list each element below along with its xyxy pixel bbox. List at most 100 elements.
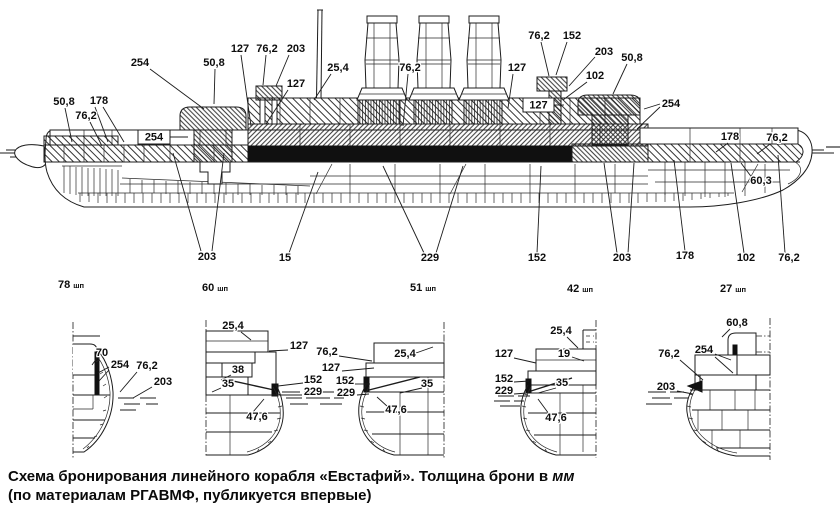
- frame-station-label: 51 шп: [410, 282, 436, 294]
- armor-thickness-label: 38: [232, 364, 244, 376]
- armor-thickness-label: 229: [421, 252, 439, 264]
- armor-thickness-label: 203: [595, 46, 613, 58]
- leader-line: [275, 54, 290, 87]
- armor-thickness-label: 203: [287, 43, 305, 55]
- leader-line: [612, 63, 628, 95]
- armor-thickness-label: 25,4: [222, 320, 244, 332]
- armor-thickness-label: 47,6: [385, 404, 406, 416]
- armor-thickness-label: 178: [676, 250, 694, 262]
- leader-line: [382, 165, 425, 254]
- funnel-2: [408, 15, 460, 101]
- armor-thickness-label: 60,3: [750, 175, 771, 187]
- leader-line: [714, 356, 734, 374]
- leader-line: [636, 106, 661, 130]
- leader-line: [756, 143, 771, 155]
- armor-thickness-label: 203: [154, 376, 172, 388]
- leader-line: [568, 56, 596, 87]
- armor-thickness-label: 102: [586, 70, 604, 82]
- fore-turret: [179, 106, 247, 185]
- armor-thickness-label: 152: [563, 30, 581, 42]
- leader-line: [714, 353, 732, 361]
- leader-line: [268, 349, 289, 352]
- armor-thickness-label: 47,6: [246, 411, 267, 423]
- armor-thickness-label: 25,4: [327, 62, 349, 74]
- armor-thickness-label: 127: [495, 348, 513, 360]
- leader-line: [777, 154, 786, 254]
- armor-bands: [43, 97, 804, 163]
- leader-line: [562, 81, 588, 101]
- armor-thickness-label: 152: [336, 375, 354, 387]
- caption-units: мм: [552, 468, 575, 485]
- labels-layer: 254 50,8 127 76,2 203 127 25,4 76,2 127 50,8 178 76…: [52, 29, 801, 426]
- funnel-base-1: [357, 97, 401, 125]
- figure-caption: Схема бронирования линейного корабля «Ев…: [8, 468, 828, 506]
- frame-station-label: 60 шп: [202, 282, 228, 294]
- armor-thickness-label: 127: [287, 78, 305, 90]
- leader-line: [341, 367, 375, 372]
- frame-station-label: 78 шп: [58, 279, 84, 291]
- leader-line: [265, 89, 289, 125]
- leader-line: [240, 54, 252, 127]
- ship-profile: [0, 9, 840, 208]
- double-bottom-cells: [78, 192, 734, 203]
- armor-thickness-label: 70: [96, 347, 108, 359]
- leader-line: [211, 387, 222, 393]
- section-27: [646, 318, 771, 460]
- leader-line: [402, 73, 409, 127]
- leader-line: [89, 121, 103, 147]
- leader-line: [220, 374, 232, 381]
- leader-line: [91, 357, 98, 366]
- leader-line: [513, 357, 537, 364]
- armor-thickness-label: 254: [111, 359, 130, 371]
- leader-line: [435, 165, 464, 254]
- armor-thickness-label: 76,2: [256, 43, 277, 55]
- armor-thickness-label: 35: [222, 378, 234, 390]
- armor-thickness-label: 50,8: [203, 57, 224, 69]
- armor-thickness-label: 76,2: [766, 132, 787, 144]
- fore-conning-tower: [255, 85, 283, 125]
- armor-thickness-label: 76,2: [399, 62, 420, 74]
- upper-belt-band: [247, 123, 649, 147]
- mast: [316, 9, 323, 99]
- leader-line: [679, 359, 704, 381]
- leader-line: [540, 41, 550, 77]
- leader-line: [376, 396, 389, 408]
- leader-line: [338, 355, 373, 362]
- leader-line: [288, 171, 319, 254]
- leader-line: [132, 386, 153, 399]
- leader-line: [252, 398, 265, 413]
- aft-turret: [577, 94, 641, 146]
- leader-line: [513, 380, 530, 383]
- armor-thickness-label-boxed: 254: [145, 132, 164, 144]
- leader-line: [415, 346, 434, 354]
- armor-thickness-label: 47,6: [545, 412, 566, 424]
- leader-line: [98, 369, 110, 382]
- armor-thickness-label: 76,2: [75, 110, 96, 122]
- armor-thickness-label: 203: [613, 252, 631, 264]
- armor-thickness-label: 229: [337, 387, 355, 399]
- leader-line: [643, 103, 661, 110]
- leader-line: [64, 107, 73, 143]
- armor-thickness-label: 60,8: [726, 317, 747, 329]
- leader-line: [507, 73, 514, 109]
- leader-line: [627, 162, 635, 254]
- leader-line: [513, 392, 528, 395]
- section-60: [205, 320, 318, 456]
- armor-thickness-label: 25,4: [394, 348, 416, 360]
- funnel-base-3: [463, 97, 503, 125]
- leader-line: [537, 387, 557, 394]
- leader-line: [571, 356, 585, 362]
- armor-thickness-label: 152: [304, 374, 322, 386]
- aft-lower-band: [647, 143, 804, 163]
- armor-thickness-label: 25,4: [550, 325, 572, 337]
- frame-station-label: 42 шп: [567, 283, 593, 295]
- armor-thickness-label: 19: [558, 348, 570, 360]
- leader-line: [211, 152, 225, 252]
- armor-thickness-label: 76,2: [136, 360, 157, 372]
- armor-thickness-label: 127: [508, 62, 526, 74]
- leader-line: [119, 371, 138, 393]
- funnel-base-2: [413, 97, 453, 125]
- compartment-lines: [120, 161, 801, 197]
- leader-line: [740, 162, 754, 180]
- armor-thickness-label: 50,8: [53, 96, 74, 108]
